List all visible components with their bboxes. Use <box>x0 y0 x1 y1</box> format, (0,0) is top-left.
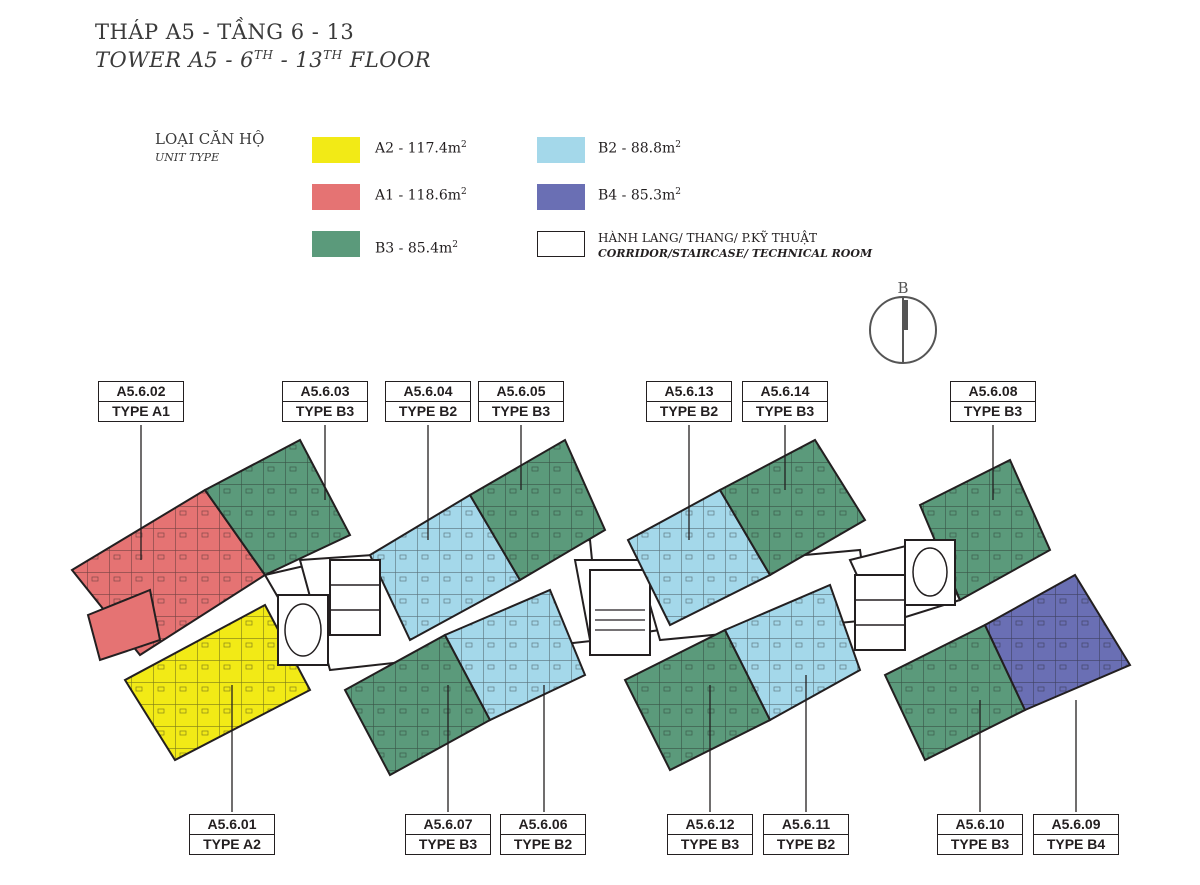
legend-swatch-b3 <box>312 231 360 257</box>
unit-a5-6-06-block <box>443 588 587 722</box>
staircase-center <box>589 569 651 656</box>
legend-title: LOẠI CĂN HỘ UNIT TYPE <box>155 130 265 164</box>
legend-swatch-b4 <box>537 184 585 210</box>
legend-label-b3: B3 - 85.4m2 <box>375 240 459 257</box>
legend-swatch-b2 <box>537 137 585 163</box>
unit-a5-6-01-block <box>123 603 312 762</box>
legend-swatch-corridor <box>537 231 585 257</box>
unit-a5-6-12-block <box>623 628 772 772</box>
legend-swatch-a2 <box>312 137 360 163</box>
legend-label-a2: A2 - 117.4m2 <box>375 140 467 157</box>
staircase-right <box>904 539 956 606</box>
unit-a5-6-05-block <box>468 438 607 582</box>
page-title: THÁP A5 - TẦNG 6 - 13 TOWER A5 - 6TH - 1… <box>95 20 431 72</box>
unit-a5-6-10-block <box>883 623 1027 762</box>
legend-label-b4: B4 - 85.3m2 <box>598 187 682 204</box>
leader-lines <box>140 425 1077 812</box>
unit-a5-6-11-block <box>723 583 862 722</box>
unit-a5-6-14-block <box>718 438 867 577</box>
title-vietnamese: THÁP A5 - TẦNG 6 - 13 <box>95 20 355 44</box>
technical-rooms-right <box>854 574 906 651</box>
unit-a5-6-09-block <box>983 573 1132 712</box>
unit-a5-6-13-block <box>626 488 772 627</box>
staircase-left <box>277 594 329 666</box>
unit-a5-6-03-block <box>203 438 352 577</box>
legend-swatch-a1 <box>312 184 360 210</box>
legend-label-a1: A1 - 118.6m2 <box>375 187 467 204</box>
title-english: TOWER A5 - 6TH - 13TH FLOOR <box>95 48 432 72</box>
compass-icon: B <box>869 279 937 364</box>
compass-label: B <box>897 279 908 297</box>
technical-rooms-left <box>329 559 381 636</box>
legend-label-corridor: HÀNH LANG/ THANG/ P.KỸ THUẬT CORRIDOR/ST… <box>598 231 873 260</box>
unit-a5-6-02-block <box>70 488 267 662</box>
legend-label-b2: B2 - 88.8m2 <box>598 140 682 157</box>
